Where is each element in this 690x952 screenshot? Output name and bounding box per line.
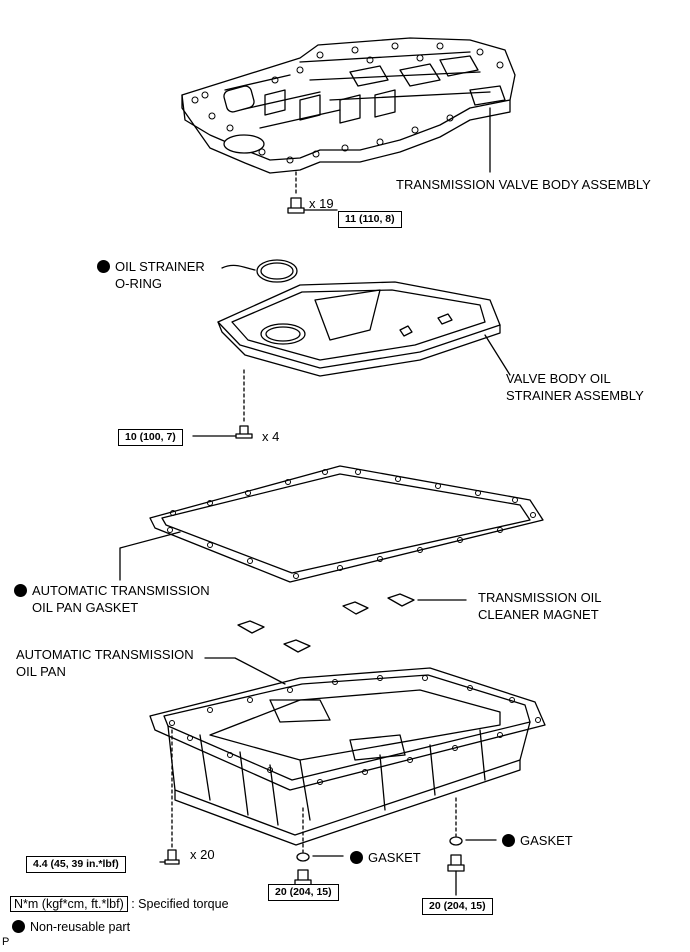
oil-strainer-o-ring-illustration: [221, 259, 298, 283]
nonreusable-icon: [502, 834, 515, 847]
torque-value-4-4: 4.4 (45, 39 in.*lbf): [26, 856, 126, 873]
legend-torque-unit-box: N*m (kgf*cm, ft.*lbf): [10, 896, 128, 912]
label-oil-pan: AUTOMATIC TRANSMISSION: [16, 647, 194, 662]
valve-body-assembly-illustration: [181, 37, 516, 214]
label-bolt-count-20: x 20: [190, 847, 215, 862]
torque-value-11: 11 (110, 8): [338, 211, 402, 228]
torque-value-20-drain: 20 (204, 15): [268, 884, 339, 901]
legend-specified-torque: N*m (kgf*cm, ft.*lbf) : Specified torque: [10, 896, 229, 913]
oil-pan-illustration: [149, 657, 546, 896]
label-oil-strainer-o-ring: OIL STRAINER: [97, 258, 205, 275]
nonreusable-icon: [97, 260, 110, 273]
oil-cleaner-magnets-illustration: [237, 593, 467, 653]
label-valve-body-oil-strainer: VALVE BODY OIL: [506, 371, 611, 386]
corner-mark: P: [2, 936, 10, 948]
label-valve-body-oil-strainer-line2: STRAINER ASSEMBLY: [506, 388, 644, 403]
nonreusable-icon: [12, 920, 25, 933]
label-bolt-count-4: x 4: [262, 429, 280, 444]
label-gasket-refill-plug: GASKET: [502, 832, 573, 849]
legend-torque-text: : Specified torque: [131, 897, 229, 911]
label-oil-cleaner-magnet: TRANSMISSION OIL: [478, 590, 602, 605]
label-bolt-count-19: x 19: [309, 196, 334, 211]
label-valve-body-assembly: TRANSMISSION VALVE BODY ASSEMBLY: [396, 177, 651, 192]
label-oil-pan-line2: OIL PAN: [16, 664, 66, 679]
torque-value-20-refill: 20 (204, 15): [422, 898, 493, 915]
label-oil-strainer-o-ring-line2: O-RING: [115, 276, 162, 291]
legend-non-reusable: Non-reusable part: [12, 919, 130, 936]
nonreusable-icon: [14, 584, 27, 597]
label-oil-pan-gasket-line2: OIL PAN GASKET: [32, 600, 139, 615]
label-gasket-drain-plug: GASKET: [350, 849, 421, 866]
torque-value-10: 10 (100, 7): [118, 429, 183, 446]
label-oil-cleaner-magnet-line2: CLEANER MAGNET: [478, 607, 599, 622]
oil-pan-gasket-illustration: [119, 465, 544, 583]
valve-body-oil-strainer-illustration: [192, 281, 511, 439]
label-oil-pan-gasket: AUTOMATIC TRANSMISSION: [14, 582, 210, 599]
nonreusable-icon: [350, 851, 363, 864]
